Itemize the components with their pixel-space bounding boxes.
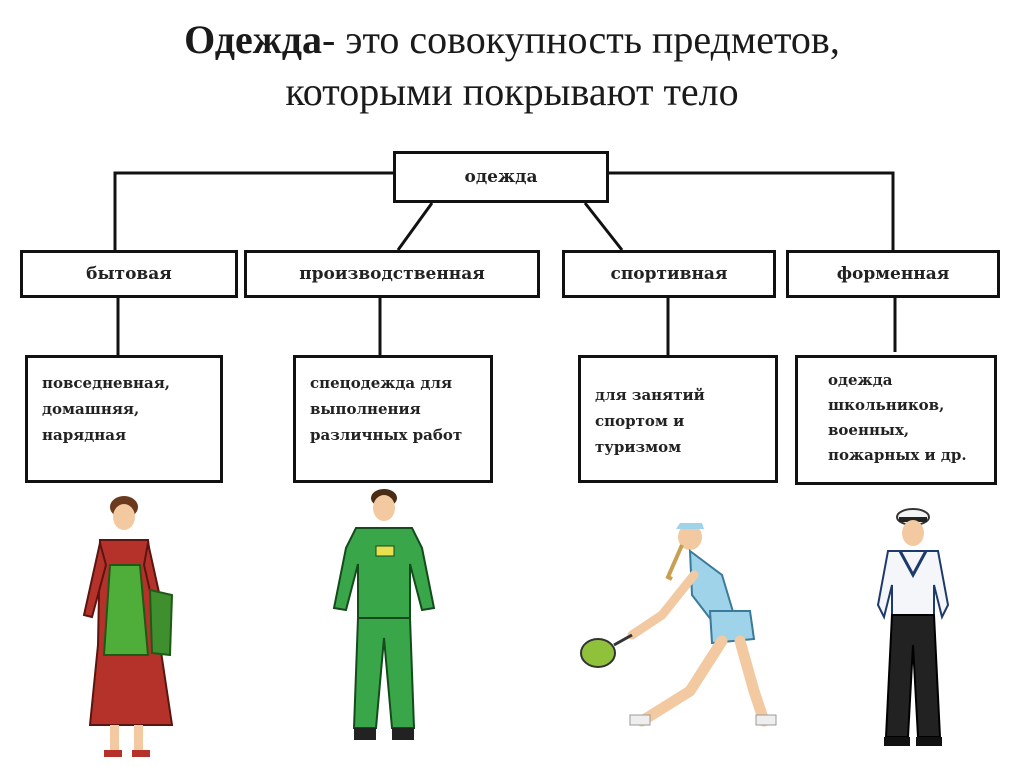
- description-sport: для занятий спортом и туризмом: [578, 355, 778, 483]
- description-line: повседневная,: [42, 374, 171, 392]
- category-household: бытовая: [20, 250, 238, 298]
- tennis-player-illustration: [580, 523, 777, 727]
- description-line: военных,: [828, 421, 910, 439]
- man-in-work-suit-illustration: [332, 489, 436, 740]
- title-bold-term: Одежда: [184, 17, 322, 62]
- description-line: для занятий: [595, 386, 705, 404]
- description-household: повседневная, домашняя, нарядная: [25, 355, 223, 483]
- connector-root-production: [396, 202, 434, 251]
- description-line: школьников,: [828, 396, 945, 414]
- description-line: пожарных и др.: [828, 446, 967, 464]
- description-line: выполнения: [310, 400, 421, 418]
- root-node: одежда: [393, 151, 609, 203]
- description-line: домашняя,: [42, 400, 140, 418]
- category-uniform: форменная: [786, 250, 1000, 298]
- connector-root-right: [609, 171, 895, 250]
- title-rest: - это совокупность предметов,: [321, 17, 840, 62]
- title-line-1: Одежда- это совокупность предметов,: [0, 14, 1024, 66]
- title-line-2: которыми покрывают тело: [285, 69, 739, 114]
- slide-title: Одежда- это совокупность предметов, кото…: [0, 14, 1024, 118]
- sailor-in-uniform-illustration: [876, 508, 950, 746]
- category-sport: спортивная: [562, 250, 776, 298]
- description-uniform: одежда школьников, военных, пожарных и д…: [795, 355, 997, 485]
- description-line: различных работ: [310, 426, 463, 444]
- description-industrial: спецодежда для выполнения различных рабо…: [293, 355, 493, 483]
- description-line: одежда: [828, 371, 893, 389]
- description-line: туризмом: [595, 438, 682, 456]
- description-line: нарядная: [42, 426, 127, 444]
- description-line: спецодежда для: [310, 374, 453, 392]
- category-industrial: производственная: [244, 250, 540, 298]
- connector-root-sport: [583, 202, 624, 251]
- woman-in-dress-illustration: [82, 496, 174, 757]
- description-line: спортом и: [595, 412, 685, 430]
- connector-root-left: [113, 171, 393, 250]
